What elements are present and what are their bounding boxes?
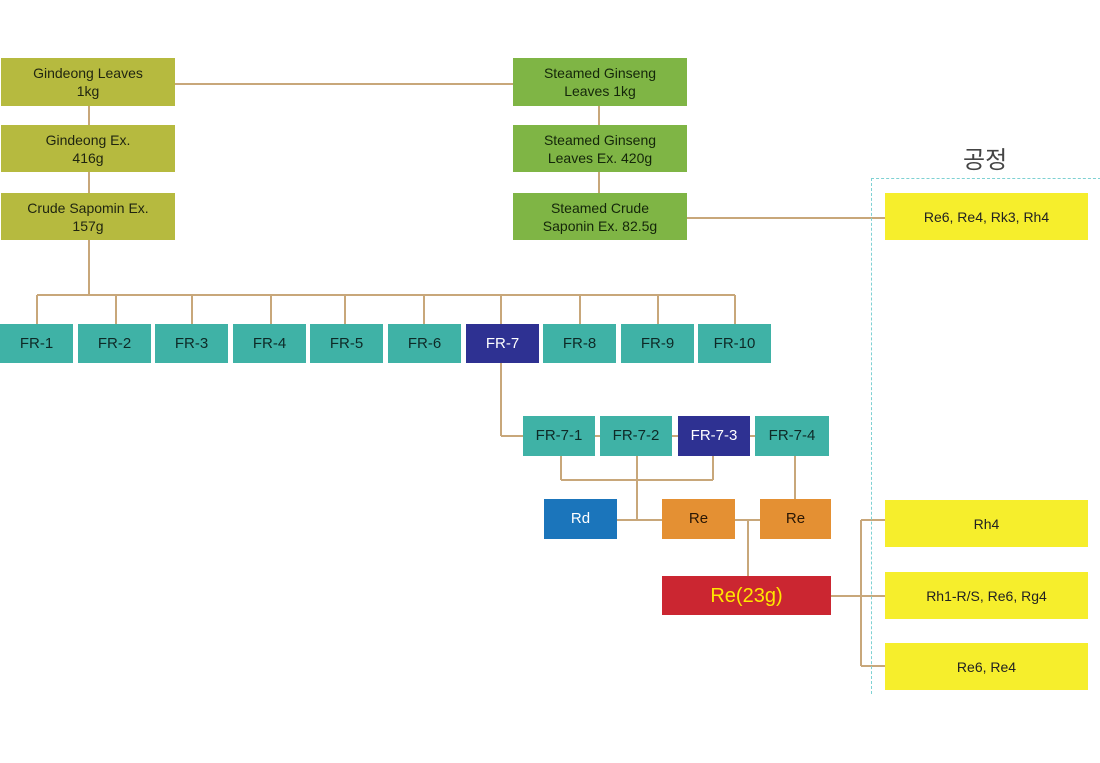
crude-saponin-box: Crude Sapomin Ex. 157g	[1, 193, 175, 240]
result-top: Re6, Re4, Rk3, Rh4	[885, 193, 1088, 240]
fraction-fr-3: FR-3	[155, 324, 228, 363]
result-rh4: Rh4	[885, 500, 1088, 547]
fraction-fr-7: FR-7	[466, 324, 539, 363]
compound-re-total: Re(23g)	[662, 576, 831, 615]
fraction-fr-4: FR-4	[233, 324, 306, 363]
steamed-crude-box: Steamed Crude Saponin Ex. 82.5g	[513, 193, 687, 240]
fraction-fr-9: FR-9	[621, 324, 694, 363]
steamed-leaves-box: Steamed Ginseng Leaves 1kg	[513, 58, 687, 106]
steamed-extract-box: Steamed Ginseng Leaves Ex. 420g	[513, 125, 687, 172]
result-rh1-re6-rg4: Rh1-R/S, Re6, Rg4	[885, 572, 1088, 619]
gindeong-extract-box: Gindeong Ex. 416g	[1, 125, 175, 172]
compound-re-b: Re	[760, 499, 831, 539]
process-dashed-frame	[871, 178, 1100, 694]
compound-re-a: Re	[662, 499, 735, 539]
result-re6-re4: Re6, Re4	[885, 643, 1088, 690]
fraction-fr-2: FR-2	[78, 324, 151, 363]
fraction-fr-8: FR-8	[543, 324, 616, 363]
fraction-fr-10: FR-10	[698, 324, 771, 363]
subfraction-fr-7-3: FR-7-3	[678, 416, 750, 456]
subfraction-fr-7-2: FR-7-2	[600, 416, 672, 456]
compound-rd: Rd	[544, 499, 617, 539]
gindeong-leaves-box: Gindeong Leaves 1kg	[1, 58, 175, 106]
fraction-fr-6: FR-6	[388, 324, 461, 363]
fraction-fr-1: FR-1	[0, 324, 73, 363]
fraction-fr-5: FR-5	[310, 324, 383, 363]
subfraction-fr-7-4: FR-7-4	[755, 416, 829, 456]
process-title: 공정	[963, 147, 1008, 174]
subfraction-fr-7-1: FR-7-1	[523, 416, 595, 456]
